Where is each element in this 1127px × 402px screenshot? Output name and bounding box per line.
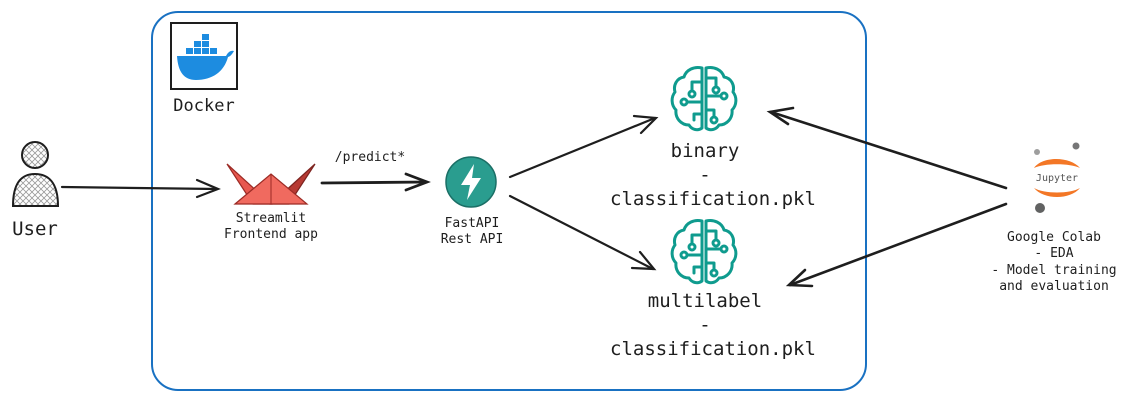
arrow-api-to-binary — [508, 116, 657, 179]
jupyter-node: Jupyter — [1024, 138, 1090, 216]
docker-container — [151, 11, 867, 391]
streamlit-label: Streamlit Frontend app — [224, 211, 318, 243]
arrow-user-to-frontend — [60, 185, 219, 191]
predict-edge-label: /predict* — [334, 150, 406, 165]
docker-label: Docker — [173, 96, 235, 116]
user-node — [8, 138, 64, 210]
arrowhead-colab-to-binary — [766, 106, 795, 126]
fastapi-label: FastAPI Rest API — [440, 216, 504, 248]
binary-model-label: binary -classification.pkl — [610, 140, 816, 210]
arrow-colab-to-multilabel — [788, 202, 1008, 287]
binary-model-node — [668, 62, 740, 134]
arrow-api-to-multilabel — [508, 194, 655, 271]
user-icon — [11, 141, 60, 207]
arrowhead-api-to-binary — [632, 114, 659, 135]
docker-logo — [170, 22, 238, 90]
streamlit-node — [225, 160, 317, 206]
user-label: User — [12, 218, 58, 240]
jupyter-logo-text: Jupyter — [1036, 173, 1078, 184]
arrowhead-api-to-multilabel — [630, 250, 657, 271]
brain-circuit-icon — [670, 66, 738, 132]
arrowhead-frontend-to-api — [404, 172, 431, 192]
docker-whale-icon — [170, 22, 238, 90]
fastapi-node — [445, 156, 497, 208]
fastapi-bolt-icon — [445, 156, 497, 208]
streamlit-boat-icon — [226, 163, 316, 205]
multilabel-model-label: multilabel -classification.pkl — [610, 290, 816, 360]
colab-label: Google Colab - EDA - Model training and … — [991, 230, 1117, 294]
jupyter-logo-icon: Jupyter — [1034, 142, 1080, 213]
arrow-colab-to-binary — [769, 110, 1008, 190]
arrowhead-user-to-frontend — [195, 178, 221, 199]
arrowhead-colab-to-multilabel — [785, 268, 814, 288]
multilabel-model-node — [668, 215, 740, 287]
brain-circuit-icon — [670, 219, 738, 285]
arrow-frontend-to-api — [320, 180, 428, 185]
